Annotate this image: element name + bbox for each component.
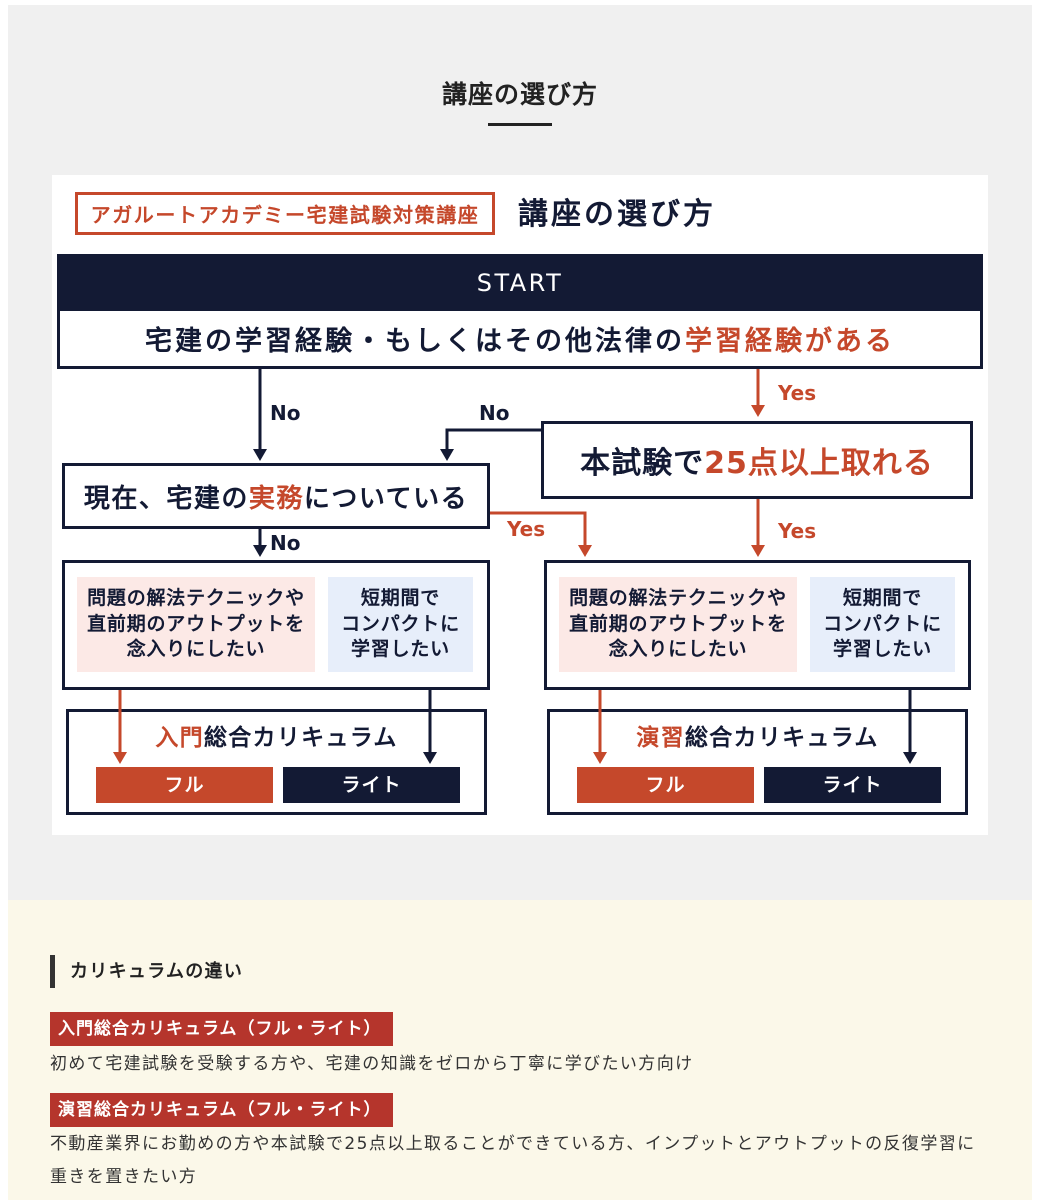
start-label: START	[476, 268, 564, 297]
heading-accent-bar	[50, 955, 55, 988]
option-line: 念入りにしたい	[126, 638, 266, 661]
course-title-accent: 入門	[155, 725, 204, 751]
option-line: 念入りにしたい	[608, 638, 748, 661]
question-text: 現在、宅建の実務についている	[84, 478, 468, 515]
q1-no-arrow	[253, 369, 267, 461]
course-title-rest: 総合カリキュラム	[684, 725, 879, 751]
brand-label-text: アガルートアカデミー宅建試験対策講座	[90, 203, 480, 227]
section-title: 講座の選び方	[441, 80, 598, 109]
arrowhead	[578, 545, 592, 557]
course-intro-curriculum: 入門総合カリキュラム フル ライト	[66, 709, 487, 815]
question-text: 本試験で25点以上取れる	[580, 438, 934, 482]
thorough-practice-option: 問題の解法テクニックや 直前期のアウトプットを 念入りにしたい	[77, 577, 315, 672]
start-bar: START	[57, 254, 983, 311]
course-title: 演習総合カリキュラム	[550, 723, 965, 753]
question-score-25-plus: 本試験で25点以上取れる	[541, 421, 973, 499]
compact-study-option: 短期間で コンパクトに 学習したい	[810, 577, 955, 672]
course-title-rest: 総合カリキュラム	[203, 725, 398, 751]
compact-study-option: 短期間で コンパクトに 学習したい	[328, 577, 473, 672]
preference-group-experienced: 問題の解法テクニックや 直前期のアウトプットを 念入りにしたい 短期間で コンパ…	[544, 560, 971, 690]
course-title-accent: 演習	[636, 725, 685, 751]
arrowhead	[751, 405, 765, 417]
q2-no-arrow	[440, 428, 541, 461]
full-plan-badge: フル	[577, 767, 754, 803]
thorough-practice-option: 問題の解法テクニックや 直前期のアウトプットを 念入りにしたい	[559, 577, 797, 672]
brand-label: アガルートアカデミー宅建試験対策講座	[75, 192, 495, 235]
q2-yes-arrow	[751, 499, 765, 557]
arrowhead	[253, 545, 267, 557]
q1-yes-label: Yes	[778, 381, 817, 405]
option-line: 学習したい	[350, 638, 450, 661]
curriculum-differences-section: カリキュラムの違い 入門総合カリキュラム（フル・ライト） 初めて宅建試験を受験す…	[8, 900, 1032, 1200]
question-text-plain: 本試験で	[580, 446, 705, 481]
option-line: 学習したい	[832, 638, 932, 661]
course-selection-section: 講座の選び方 アガルートアカデミー宅建試験対策講座 講座の選び方 START 宅…	[8, 5, 1032, 900]
course-practice-curriculum: 演習総合カリキュラム フル ライト	[547, 709, 968, 815]
option-line: 直前期のアウトプットを	[569, 612, 787, 635]
lite-plan-badge: ライト	[283, 767, 460, 803]
course-title: 入門総合カリキュラム	[69, 723, 484, 753]
question-text-accent: 実務	[248, 483, 304, 514]
question-practical-work: 現在、宅建の実務についている	[62, 463, 490, 529]
curriculum-description-intro: 初めて宅建試験を受験する方や、宅建の知識をゼロから丁寧に学びたい方向け	[50, 1054, 694, 1074]
question-text-plain: 宅建の学習経験・もしくはその他法律の	[145, 326, 685, 357]
connector-line	[445, 428, 541, 451]
q1-no-label: No	[270, 401, 301, 425]
option-line: コンパクトに	[341, 612, 460, 635]
curriculum-label-intro: 入門総合カリキュラム（フル・ライト）	[50, 1012, 393, 1046]
q3-no-arrow	[253, 529, 267, 557]
curriculum-description-practice: 不動産業界にお勤めの方や本試験で25点以上取ることができている方、インプットとア…	[50, 1134, 976, 1187]
question-study-experience: 宅建の学習経験・もしくはその他法律の学習経験がある	[57, 311, 983, 369]
question-text: 宅建の学習経験・もしくはその他法律の学習経験がある	[145, 319, 895, 358]
option-line: 直前期のアウトプットを	[87, 612, 305, 635]
full-plan-badge: フル	[96, 767, 273, 803]
q1-yes-arrow	[751, 369, 765, 417]
q3-no-label: No	[270, 531, 301, 555]
question-text-plain: についている	[303, 483, 469, 514]
differences-heading: カリキュラムの違い	[70, 961, 244, 982]
arrowhead	[253, 449, 267, 461]
option-line: 問題の解法テクニックや	[87, 587, 305, 610]
preference-group-beginner: 問題の解法テクニックや 直前期のアウトプットを 念入りにしたい 短期間で コンパ…	[62, 560, 490, 690]
q3-yes-label: Yes	[507, 517, 546, 541]
question-text-plain: 現在、宅建の	[83, 483, 249, 514]
option-line: コンパクトに	[823, 612, 942, 635]
course-selection-flowchart: アガルートアカデミー宅建試験対策講座 講座の選び方 START 宅建の学習経験・…	[52, 175, 988, 835]
curriculum-label-practice: 演習総合カリキュラム（フル・ライト）	[50, 1093, 393, 1127]
arrowhead	[751, 545, 765, 557]
option-line: 短期間で	[842, 587, 923, 610]
arrowhead	[440, 449, 454, 461]
q2-yes-label: Yes	[778, 519, 817, 543]
flowchart-heading: 講座の選び方	[518, 197, 716, 232]
option-line: 問題の解法テクニックや	[569, 587, 787, 610]
title-underline	[488, 123, 552, 126]
question-text-accent: 学習経験がある	[685, 326, 895, 357]
q2-no-label: No	[479, 401, 510, 425]
question-text-accent: 25点以上取れる	[704, 446, 934, 481]
lite-plan-badge: ライト	[764, 767, 941, 803]
option-line: 短期間で	[360, 587, 441, 610]
